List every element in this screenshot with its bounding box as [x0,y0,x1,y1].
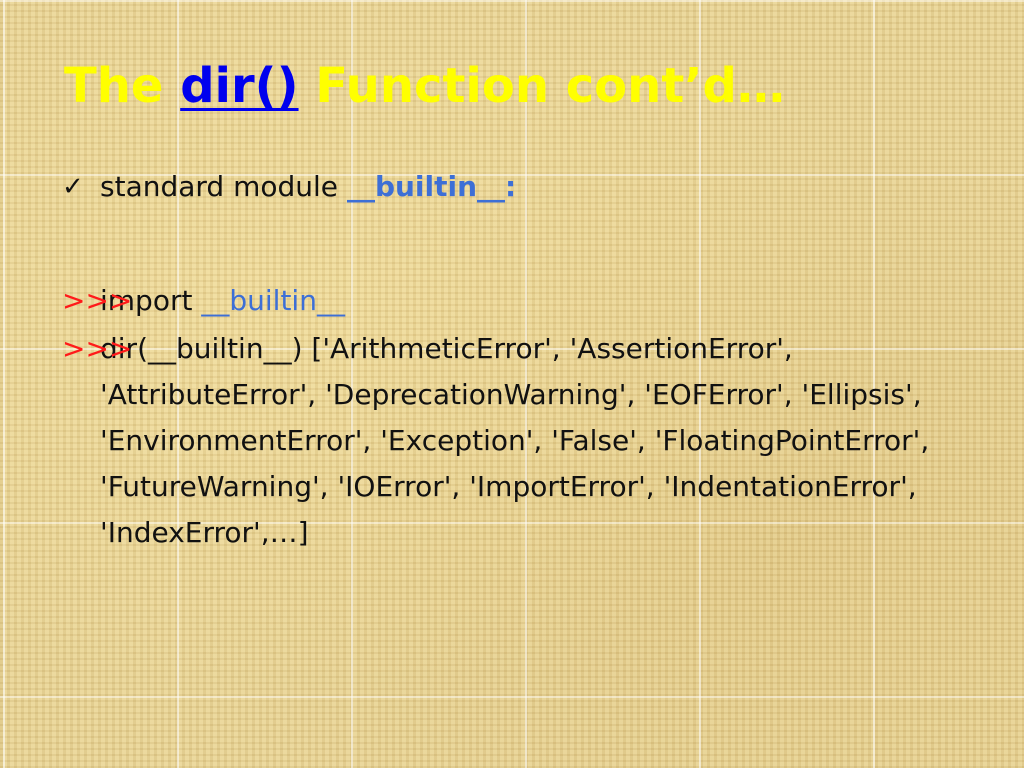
code-line-import: >>> import __builtin__ [62,278,982,324]
check-icon: ✓ [62,172,84,202]
bullet-module-name: __builtin__: [346,170,517,203]
spacer [62,210,982,278]
slide-title: The dir() Function cont’d… [64,58,785,114]
title-suffix: Function cont’d… [298,58,785,114]
bullet-item: ✓ standard module __builtin__: [62,164,982,210]
title-dir-link[interactable]: dir() [180,58,299,114]
slide-body: ✓ standard module __builtin__: >>> impor… [62,164,982,558]
import-module-name: __builtin__ [201,284,345,317]
code-line-dir: >>> dir(__builtin__) ['ArithmeticError',… [62,326,982,556]
dir-output-text: dir(__builtin__) ['ArithmeticError', 'As… [100,332,930,549]
title-prefix: The [64,58,181,114]
import-keyword: import [100,284,202,317]
prompt-marker: >>> [62,332,133,365]
bullet-text: standard module [100,170,347,203]
prompt-marker: >>> [62,284,133,317]
